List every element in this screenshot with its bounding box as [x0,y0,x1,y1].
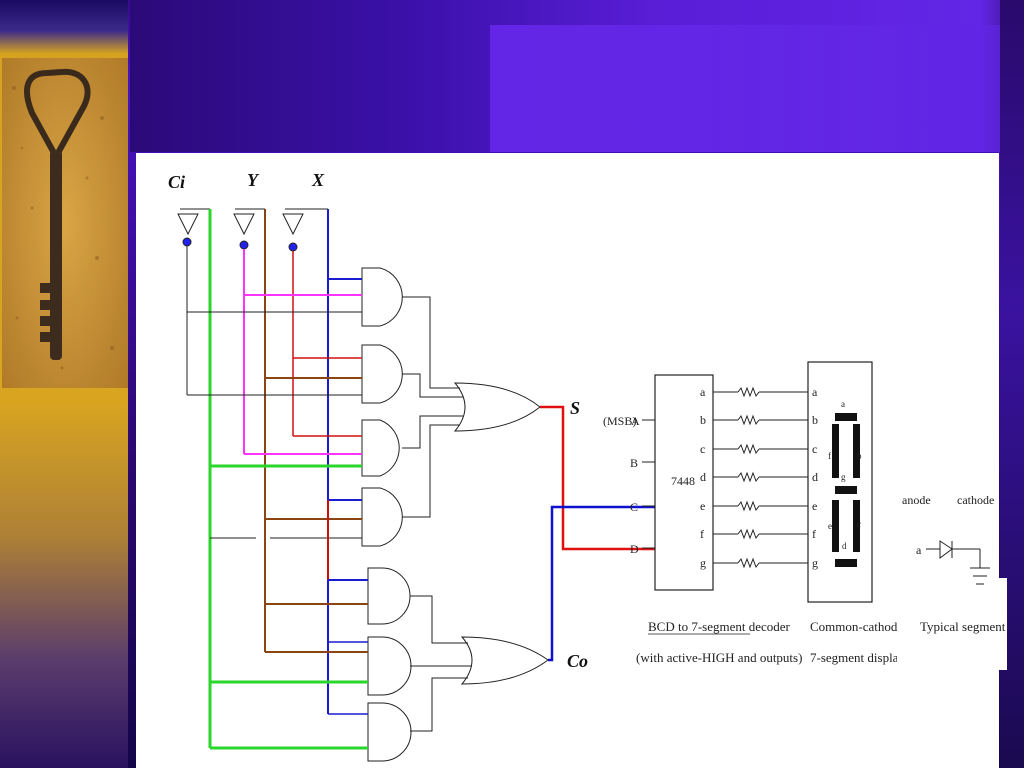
segment-letter-b: b [857,451,862,461]
y-input-label: Y [247,170,260,190]
resistor-a [737,386,760,398]
decoder-output-a: a [700,385,706,399]
display-pin-a: a [812,385,818,399]
anode-label: anode [902,493,931,507]
resistor-e [737,500,760,512]
segment-a-bar [835,413,857,421]
decoder-caption-line2: (with active-HIGH and outputs) [636,650,802,665]
segment-letter-d: d [842,541,847,551]
resistor-g [737,557,760,569]
decoder-msb-note: (MSB) [603,414,636,428]
segment-g-bar [835,486,857,494]
decoder-input-a: A [631,414,640,428]
carry-output-wire [548,505,655,662]
segment-f-bar [832,424,839,478]
display-caption-line1: Common-cathode [810,619,903,634]
y-inverter [233,208,265,250]
segment-d-bar [835,559,857,567]
seven-segment-bars [832,413,860,567]
display-caption-line2: 7-segment display [810,650,905,665]
resistor-f [737,528,760,540]
display-input-pins: ab cd ef g [812,385,818,570]
segment-c-bar [853,500,860,552]
resistor-d [737,471,760,483]
sum-output-wire [540,405,655,551]
sum-and-gate-4 [361,487,403,547]
display-pin-d: d [812,470,818,484]
decoder-output-b: b [700,413,706,427]
segment-letter-c: c [857,519,861,529]
typical-segment-panel [897,578,1007,670]
segment-letter-f: f [828,451,831,461]
carry-and-gates [367,567,412,762]
carry-output-label: Co [567,651,588,671]
diode-symbol [926,540,990,585]
decoder-output-f: f [700,527,704,541]
decoder-input-c: C [630,500,638,514]
segment-e-bar [832,500,839,552]
cathode-label: cathode [957,493,994,507]
decoder-output-d: d [700,470,706,484]
resistor-c [737,443,760,455]
decoder-output-pins: ab cd ef g [700,385,738,570]
x-input-label: X [311,170,325,190]
decoder-input-pins: A B C D [630,414,655,556]
display-pin-g: g [812,556,818,570]
bcd-decoder-chip [654,374,714,591]
segment-b-bar [853,424,860,478]
decoder-output-e: e [700,499,705,513]
display-pin-b: b [812,413,818,427]
decoder-output-c: c [700,442,705,456]
segment-letter-labels: a b c de f g [828,399,862,551]
x-inverter [282,208,328,252]
decoder-chip-label: 7448 [671,474,695,488]
sum-output-label: S [570,398,580,418]
decoder-input-d: D [630,542,639,556]
display-pin-f: f [812,527,816,541]
segment-letter-e: e [828,521,832,531]
ci-input-label: Ci [168,172,185,192]
ci-inverter [177,208,210,395]
sum-or-gate [453,382,541,432]
display-pin-e: e [812,499,817,513]
segment-pin-label: a [916,543,922,557]
title-band-highlight [490,25,1000,152]
typical-segment-caption: Typical segment [920,619,1006,634]
decoder-caption-line1: BCD to 7-segment decoder [648,619,791,634]
display-pin-c: c [812,442,817,456]
sum-and-gates [361,267,403,477]
decoder-input-b: B [630,456,638,470]
resistor-b [737,414,760,426]
current-limiting-resistors [737,386,808,569]
segment-letter-g: g [841,472,846,482]
old-key-photo [2,58,128,388]
decoder-output-g: g [700,556,706,570]
segment-letter-a: a [841,399,845,409]
carry-or-gate [460,636,549,685]
